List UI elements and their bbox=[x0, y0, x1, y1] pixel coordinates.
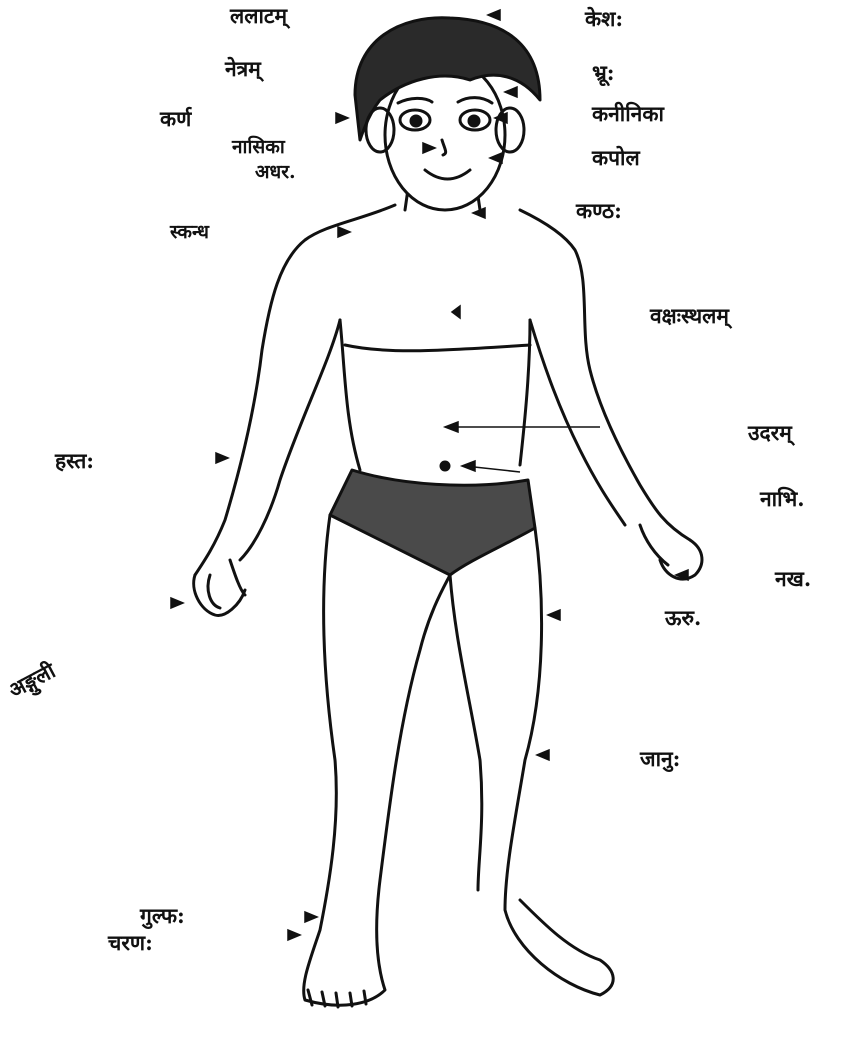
label-nakha: नख. bbox=[775, 568, 811, 589]
label-bhru: भ्रू: bbox=[592, 62, 615, 83]
label-angula: अङ्गुली bbox=[5, 659, 58, 701]
label-uru: ऊरु. bbox=[665, 607, 701, 628]
label-charana: चरण: bbox=[108, 932, 153, 953]
label-nasika: नासिका bbox=[232, 138, 285, 157]
label-netram: नेत्रम् bbox=[225, 58, 261, 79]
label-nabhi: नाभि. bbox=[760, 488, 805, 509]
label-adhara: अधर. bbox=[255, 163, 296, 182]
label-kaninika: कनीनिका bbox=[592, 103, 664, 124]
label-kapola: कपोल bbox=[592, 147, 640, 168]
label-skandha: स्कन्ध bbox=[170, 223, 209, 242]
label-kantha: कण्ठ: bbox=[576, 200, 622, 221]
label-udaram: उदरम् bbox=[748, 422, 792, 443]
label-janu: जानु: bbox=[640, 748, 680, 769]
label-gulpha: गुल्फ: bbox=[140, 905, 185, 926]
label-kesha: केश: bbox=[585, 8, 623, 29]
label-karna: कर्ण bbox=[160, 108, 191, 129]
label-hasta: हस्त: bbox=[55, 450, 94, 471]
label-lalatam: ललाटम् bbox=[230, 5, 287, 26]
label-vakshasthalam: वक्षःस्थलम् bbox=[650, 305, 729, 326]
